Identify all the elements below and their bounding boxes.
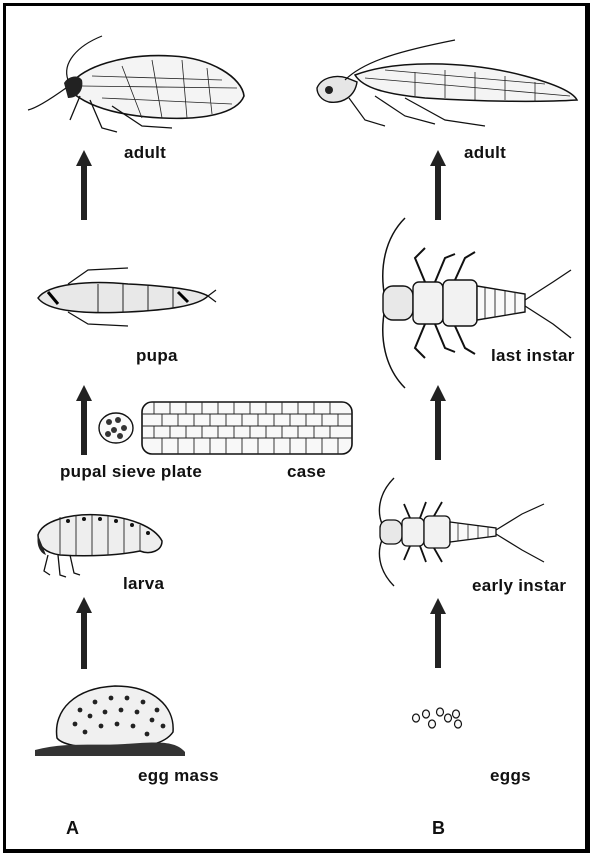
eggs-label: eggs <box>490 766 531 786</box>
egg-mass-illustration <box>35 680 195 760</box>
stonefly-eggs-illustration <box>408 704 468 734</box>
arrow-up-icon <box>430 385 446 460</box>
caddisfly-adult-label: adult <box>124 143 166 163</box>
arrow-up-icon <box>430 598 446 668</box>
pupal-sieve-plate-label: pupal sieve plate <box>60 462 202 482</box>
pupa-label: pupa <box>136 346 178 366</box>
last-instar-nymph-illustration <box>375 208 575 408</box>
pupal-sieve-plate-illustration <box>96 410 136 446</box>
arrow-up-icon <box>76 597 92 669</box>
egg-mass-label: egg mass <box>138 766 219 786</box>
arrow-up-icon <box>76 385 92 455</box>
arrow-up-icon <box>76 150 92 220</box>
stonefly-adult-illustration <box>305 30 580 135</box>
early-instar-label: early instar <box>472 576 566 596</box>
caddisfly-pupa-illustration <box>28 262 218 332</box>
last-instar-label: last instar <box>491 346 575 366</box>
case-label: case <box>287 462 326 482</box>
panel-a-letter: A <box>66 818 79 839</box>
caddisfly-adult-illustration <box>22 28 262 148</box>
stonefly-adult-label: adult <box>464 143 506 163</box>
caddisfly-larva-illustration <box>30 505 170 585</box>
larva-label: larva <box>123 574 164 594</box>
case-illustration <box>140 398 355 458</box>
panel-b-letter: B <box>432 818 445 839</box>
